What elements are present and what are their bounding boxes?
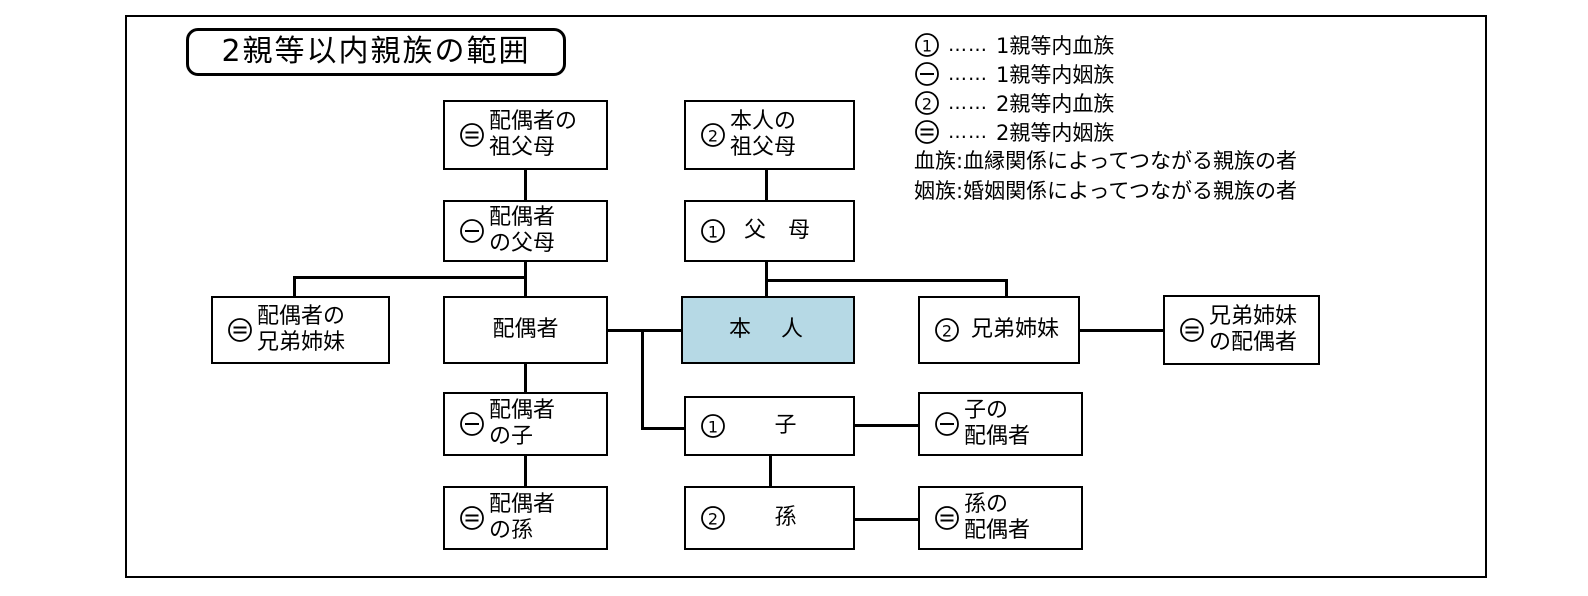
circled-1-icon: 1 [914, 32, 948, 58]
legend-label-2: 2親等内血族 [996, 91, 1115, 116]
svg-text:2: 2 [942, 322, 952, 341]
node-grandchild-spouse[interactable]: 孫の 配偶者 [918, 486, 1083, 550]
node-label: 本 人 [728, 317, 807, 343]
connector-parents-bus [765, 279, 1008, 282]
legend-label-3: 2親等内姻族 [996, 120, 1115, 145]
node-self[interactable]: 本 人 [681, 296, 855, 364]
node-label: 父 母 [744, 218, 811, 244]
node-label: 配偶者 [492, 317, 559, 343]
svg-text:1: 1 [708, 223, 718, 242]
circle-bar-2-icon [455, 122, 489, 148]
node-spouse-siblings[interactable]: 配偶者の 兄弟姉妹 [211, 296, 390, 364]
svg-text:2: 2 [922, 94, 932, 113]
legend: 1 …… 1親等内血族 …… 1親等内姻族 2 … [914, 30, 1434, 206]
circled-1-icon: 1 [696, 218, 730, 244]
node-spouse-grandparents[interactable]: 配偶者の 祖父母 [443, 100, 608, 170]
connector-bus-to-spouse-siblings [293, 276, 296, 296]
diagram-outer-frame [125, 15, 1487, 578]
circle-bar-1-icon [455, 411, 489, 437]
node-spouse-grandchild[interactable]: 配偶者 の孫 [443, 486, 608, 550]
connector-siblings-to-siblings-spouse [1080, 329, 1165, 332]
connector-child-to-grandchild [769, 456, 772, 486]
legend-item-1: …… 1親等内姻族 [914, 59, 1434, 88]
connector-marriage-drop [641, 329, 644, 429]
legend-dots-0: …… [948, 33, 988, 56]
circled-2-icon: 2 [696, 122, 730, 148]
node-parents[interactable]: 1 父 母 [684, 200, 855, 262]
node-label: 配偶者の 兄弟姉妹 [257, 304, 346, 355]
circle-bar-2-icon [455, 505, 489, 531]
node-spouse-child[interactable]: 配偶者 の子 [443, 392, 608, 456]
circled-2-icon: 2 [696, 505, 730, 531]
node-label: 兄弟姉妹 の配偶者 [1209, 304, 1298, 355]
circled-2-icon: 2 [914, 90, 948, 116]
legend-dots-3: …… [948, 120, 988, 143]
legend-item-2: 2 …… 2親等内血族 [914, 88, 1434, 117]
node-spouse[interactable]: 配偶者 [443, 296, 608, 364]
node-label: 配偶者 の孫 [489, 492, 556, 543]
node-grandchild[interactable]: 2 孫 [684, 486, 855, 550]
circle-bar-1-icon [914, 61, 948, 87]
connector-spouse-child-to-spouse-grandchild [524, 456, 527, 486]
circle-bar-2-icon [914, 119, 948, 145]
legend-label-1: 1親等内姻族 [996, 62, 1115, 87]
diagram-title-badge: 2親等以内親族の範囲 [186, 28, 566, 76]
connector-spouse-parents-stem [524, 262, 527, 296]
circle-bar-2-icon [1175, 317, 1209, 343]
node-label: 子 [774, 413, 797, 439]
node-spouse-parents[interactable]: 配偶者 の父母 [443, 200, 608, 262]
connector-child-to-child-spouse [855, 424, 918, 427]
page-title: 2親等以内親族の範囲 [221, 34, 531, 69]
node-self-grandparents[interactable]: 2 本人の 祖父母 [684, 100, 855, 170]
circle-bar-1-icon [930, 411, 964, 437]
connector-drop-to-child [641, 427, 684, 430]
legend-dots-1: …… [948, 62, 988, 85]
node-label: 配偶者 の子 [489, 398, 556, 449]
circled-1-icon: 1 [696, 413, 730, 439]
circle-bar-2-icon [223, 317, 257, 343]
node-child-spouse[interactable]: 子の 配偶者 [918, 392, 1083, 456]
connector-spouse-grandparents-to-spouse-parents [524, 170, 527, 200]
svg-text:1: 1 [708, 418, 718, 437]
legend-label-0: 1親等内血族 [996, 33, 1115, 58]
legend-dots-2: …… [948, 91, 988, 114]
node-child[interactable]: 1 子 [684, 396, 855, 456]
circle-bar-2-icon [930, 505, 964, 531]
node-label: 本人の 祖父母 [730, 109, 797, 160]
node-label: 配偶者 の父母 [489, 205, 556, 256]
node-label: 孫の 配偶者 [964, 492, 1031, 543]
legend-item-0: 1 …… 1親等内血族 [914, 30, 1434, 59]
node-label: 子の 配偶者 [964, 398, 1031, 449]
connector-spouse-to-spouse-child [524, 364, 527, 392]
node-siblings-spouse[interactable]: 兄弟姉妹 の配偶者 [1163, 295, 1320, 365]
svg-text:2: 2 [708, 127, 718, 146]
connector-bus-to-siblings [1005, 279, 1008, 296]
svg-text:1: 1 [922, 36, 932, 55]
legend-note-blood: 血族:血縁関係によってつながる親族の者 [914, 149, 1297, 173]
connector-self-grandparents-to-parents [765, 170, 768, 200]
node-label: 孫 [774, 505, 797, 531]
circled-2-icon: 2 [930, 317, 964, 343]
svg-text:2: 2 [708, 510, 718, 529]
node-label: 配偶者の 祖父母 [489, 109, 578, 160]
node-label: 兄弟姉妹 [970, 317, 1059, 343]
connector-grandchild-to-grandchild-spouse [855, 518, 918, 521]
node-siblings[interactable]: 2 兄弟姉妹 [918, 296, 1080, 364]
circle-bar-1-icon [455, 218, 489, 244]
connector-spouse-parents-bus [293, 276, 527, 279]
legend-item-3: …… 2親等内姻族 [914, 117, 1434, 146]
legend-note-inlaw: 姻族:婚姻関係によってつながる親族の者 [914, 179, 1297, 203]
